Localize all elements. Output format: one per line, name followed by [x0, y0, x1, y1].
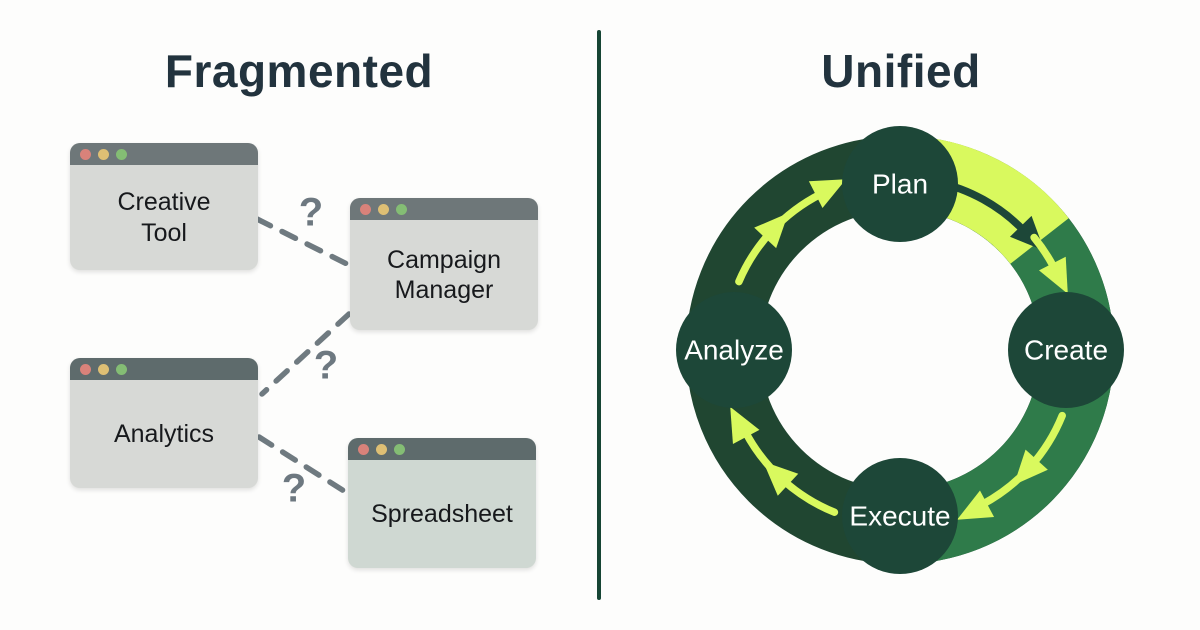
node-label-plan: Plan	[872, 169, 928, 200]
window-titlebar	[70, 143, 258, 165]
connector-campaign-analytics	[259, 311, 352, 397]
traffic-light-yellow-icon	[376, 443, 387, 455]
unified-cycle-diagram: Plan Create Execute Analyze	[676, 126, 1124, 574]
traffic-light-yellow-icon	[378, 203, 389, 215]
arrow-analyze-to-plan	[735, 179, 846, 286]
question-mark: ?	[281, 466, 307, 511]
window-label: Spreadsheet	[371, 499, 513, 528]
traffic-light-red-icon	[360, 203, 371, 215]
traffic-light-red-icon	[80, 148, 91, 160]
node-label-execute: Execute	[849, 501, 950, 532]
traffic-light-yellow-icon	[98, 148, 109, 160]
window-creative-tool: Creative Tool	[70, 143, 258, 270]
arrow-create-to-execute	[957, 411, 1066, 520]
arrow-execute-to-analyze	[730, 406, 839, 516]
node-label-analyze: Analyze	[684, 335, 784, 366]
window-label: Creative Tool	[117, 188, 211, 247]
window-titlebar	[348, 438, 536, 460]
connector-analytics-spreadsheet	[256, 434, 347, 494]
window-titlebar	[350, 198, 538, 220]
node-label-create: Create	[1024, 335, 1108, 366]
traffic-light-green-icon	[394, 443, 405, 455]
window-spreadsheet: Spreadsheet	[348, 438, 536, 568]
traffic-light-red-icon	[358, 443, 369, 455]
window-label: Analytics	[113, 419, 215, 448]
traffic-light-yellow-icon	[98, 363, 109, 375]
cycle-node-create: Create	[1008, 292, 1124, 408]
window-body: Spreadsheet	[348, 460, 536, 568]
window-campaign-manager: Campaign Manager	[350, 198, 538, 330]
question-mark: ?	[313, 343, 339, 388]
window-titlebar	[70, 358, 258, 380]
fragmented-connectors	[254, 216, 354, 494]
cycle-node-plan: Plan	[842, 126, 958, 242]
cycle-node-execute: Execute	[842, 458, 958, 574]
question-mark: ?	[298, 190, 324, 235]
traffic-light-green-icon	[116, 363, 127, 375]
cycle-node-analyze: Analyze	[676, 292, 792, 408]
window-label: Campaign Manager	[387, 245, 501, 305]
fragmented-title: Fragmented	[164, 45, 434, 97]
traffic-light-red-icon	[80, 363, 91, 375]
traffic-light-green-icon	[396, 203, 407, 215]
traffic-light-green-icon	[116, 148, 127, 160]
window-body: Campaign Manager	[350, 220, 538, 330]
window-body: Creative Tool	[70, 165, 258, 270]
connector-creative-campaign	[254, 216, 354, 269]
window-body: Analytics	[70, 380, 258, 488]
panel-divider	[597, 30, 601, 600]
unified-title: Unified	[821, 45, 981, 97]
arrow-to-create-lime	[1030, 233, 1068, 294]
window-analytics: Analytics	[70, 358, 258, 488]
